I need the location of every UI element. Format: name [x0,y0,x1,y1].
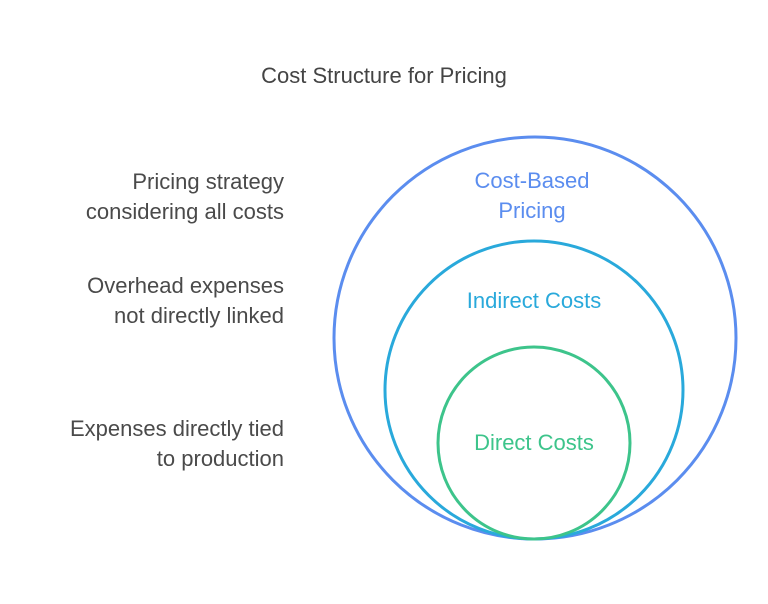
label-cost-based-pricing: Cost-Based Pricing [422,166,642,226]
description-line: Overhead expenses [87,273,284,298]
label-line: Direct Costs [474,430,594,455]
description-line: not directly linked [114,303,284,328]
description-line: to production [156,446,284,471]
diagram-title: Cost Structure for Pricing [261,63,507,88]
description-line: considering all costs [85,199,284,224]
description-line: Pricing strategy [132,169,284,194]
description-indirect-costs: Overhead expenses not directly linked [14,271,284,331]
description-line: Expenses directly tied [70,416,284,441]
label-line: Pricing [498,198,566,223]
label-direct-costs: Direct Costs [424,428,644,458]
description-direct-costs: Expenses directly tied to production [14,414,284,474]
label-indirect-costs: Indirect Costs [424,286,644,316]
inner-circle-direct-costs [436,345,632,541]
description-cost-based-pricing: Pricing strategy considering all costs [14,167,284,227]
label-line: Indirect Costs [466,288,602,313]
label-line: Cost-Based [474,168,590,193]
